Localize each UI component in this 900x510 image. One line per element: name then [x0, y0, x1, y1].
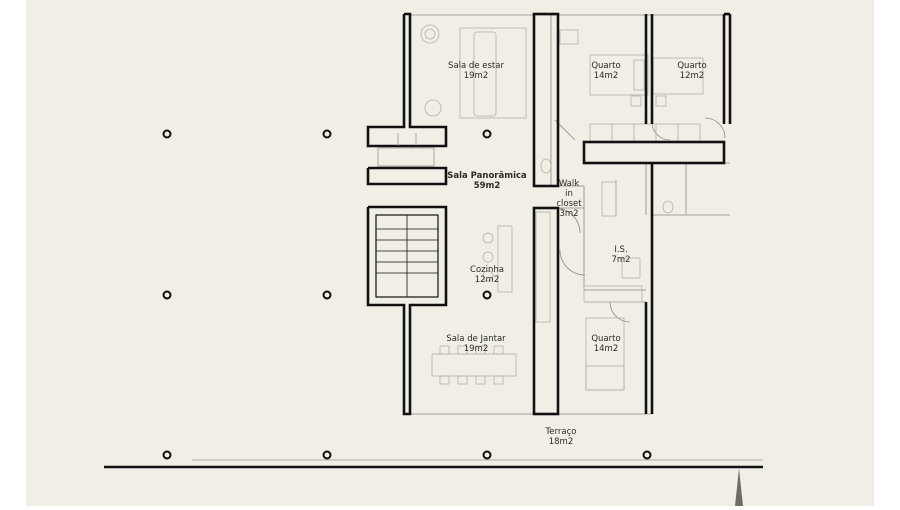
toilet [540, 158, 552, 174]
column-marker [162, 129, 172, 139]
room-name: Quarto [591, 61, 621, 71]
room-area: 18m2 [548, 437, 574, 447]
room-name: Terraço [545, 427, 577, 437]
room-label-quarto-1: Quarto 14m2 [591, 61, 620, 81]
wardrobe-wall [582, 140, 726, 165]
bathroom-vanity [601, 181, 617, 217]
section-marker-icon [735, 468, 743, 506]
kitchen-island [497, 225, 513, 293]
wall-core-north [532, 12, 560, 188]
column-marker [162, 290, 172, 300]
column-marker [322, 129, 332, 139]
room-name: Cozinha [470, 265, 504, 275]
column-marker [482, 290, 492, 300]
armchair [424, 99, 442, 117]
bar-stool [482, 270, 494, 282]
room-label-cozinha: Cozinha 12m2 [470, 265, 504, 285]
stair-treads [375, 214, 439, 298]
column-marker [482, 129, 492, 139]
toilet [662, 200, 674, 214]
room-label-sala-de-jantar: Sala de Jantar 19m2 [446, 334, 505, 354]
wardrobe [583, 285, 643, 303]
room-name: Sala de estar [448, 61, 504, 71]
room-name: Sala de Jantar [446, 334, 506, 344]
room-area: 14m2 [593, 71, 619, 81]
room-label-sala-panoramica: Sala Panorâmica 59m2 [447, 171, 527, 191]
room-area: 59m2 [473, 181, 501, 191]
room-label-walk-in-closet: Walk in closet 3m2 [556, 179, 581, 219]
room-label-quarto-3: Quarto 14m2 [591, 334, 620, 354]
plan-background [26, 0, 874, 506]
dining-table [431, 353, 517, 377]
side-table [420, 24, 440, 44]
window-frame [366, 166, 448, 186]
washbasin [621, 257, 641, 279]
sofa [473, 31, 497, 117]
room-area: 12m2 [679, 71, 705, 81]
room-area: 19m2 [463, 344, 489, 354]
terrace-edge [104, 459, 763, 506]
room-label-terraco: Terraço 18m2 [546, 427, 577, 447]
column-marker [322, 450, 332, 460]
room-area: 3m2 [559, 209, 579, 219]
room-name: Sala Panorâmica [447, 171, 527, 181]
room-area: 19m2 [463, 71, 489, 81]
room-area: 12m2 [474, 275, 500, 285]
bar-stool [482, 232, 494, 244]
walls [366, 12, 732, 416]
room-name-line: closet [556, 199, 582, 209]
wall-core-south [532, 206, 560, 416]
column-marker [642, 450, 652, 460]
room-name-line: Walk [558, 179, 580, 189]
room-area: 14m2 [593, 344, 619, 354]
wall-upper-west [366, 12, 448, 148]
kitchen-counter [535, 211, 551, 323]
room-label-quarto-2: Quarto 12m2 [677, 61, 706, 81]
living-rug [459, 27, 527, 119]
room-label-sala-de-estar: Sala de estar 19m2 [448, 61, 504, 81]
structural-columns [162, 129, 652, 460]
room-name: I.S. [614, 245, 628, 255]
room-area: 7m2 [611, 255, 631, 265]
room-label-is: I.S. 7m2 [611, 245, 630, 265]
column-marker [322, 290, 332, 300]
stair-core [366, 205, 448, 416]
bed [589, 54, 649, 96]
room-name: Quarto [677, 61, 707, 71]
window-detail [377, 133, 435, 167]
bar-stool [482, 251, 494, 263]
room-name-line: in [565, 189, 573, 199]
desk [559, 29, 579, 45]
column-marker [482, 450, 492, 460]
room-name: Quarto [591, 334, 621, 344]
column-marker [162, 450, 172, 460]
